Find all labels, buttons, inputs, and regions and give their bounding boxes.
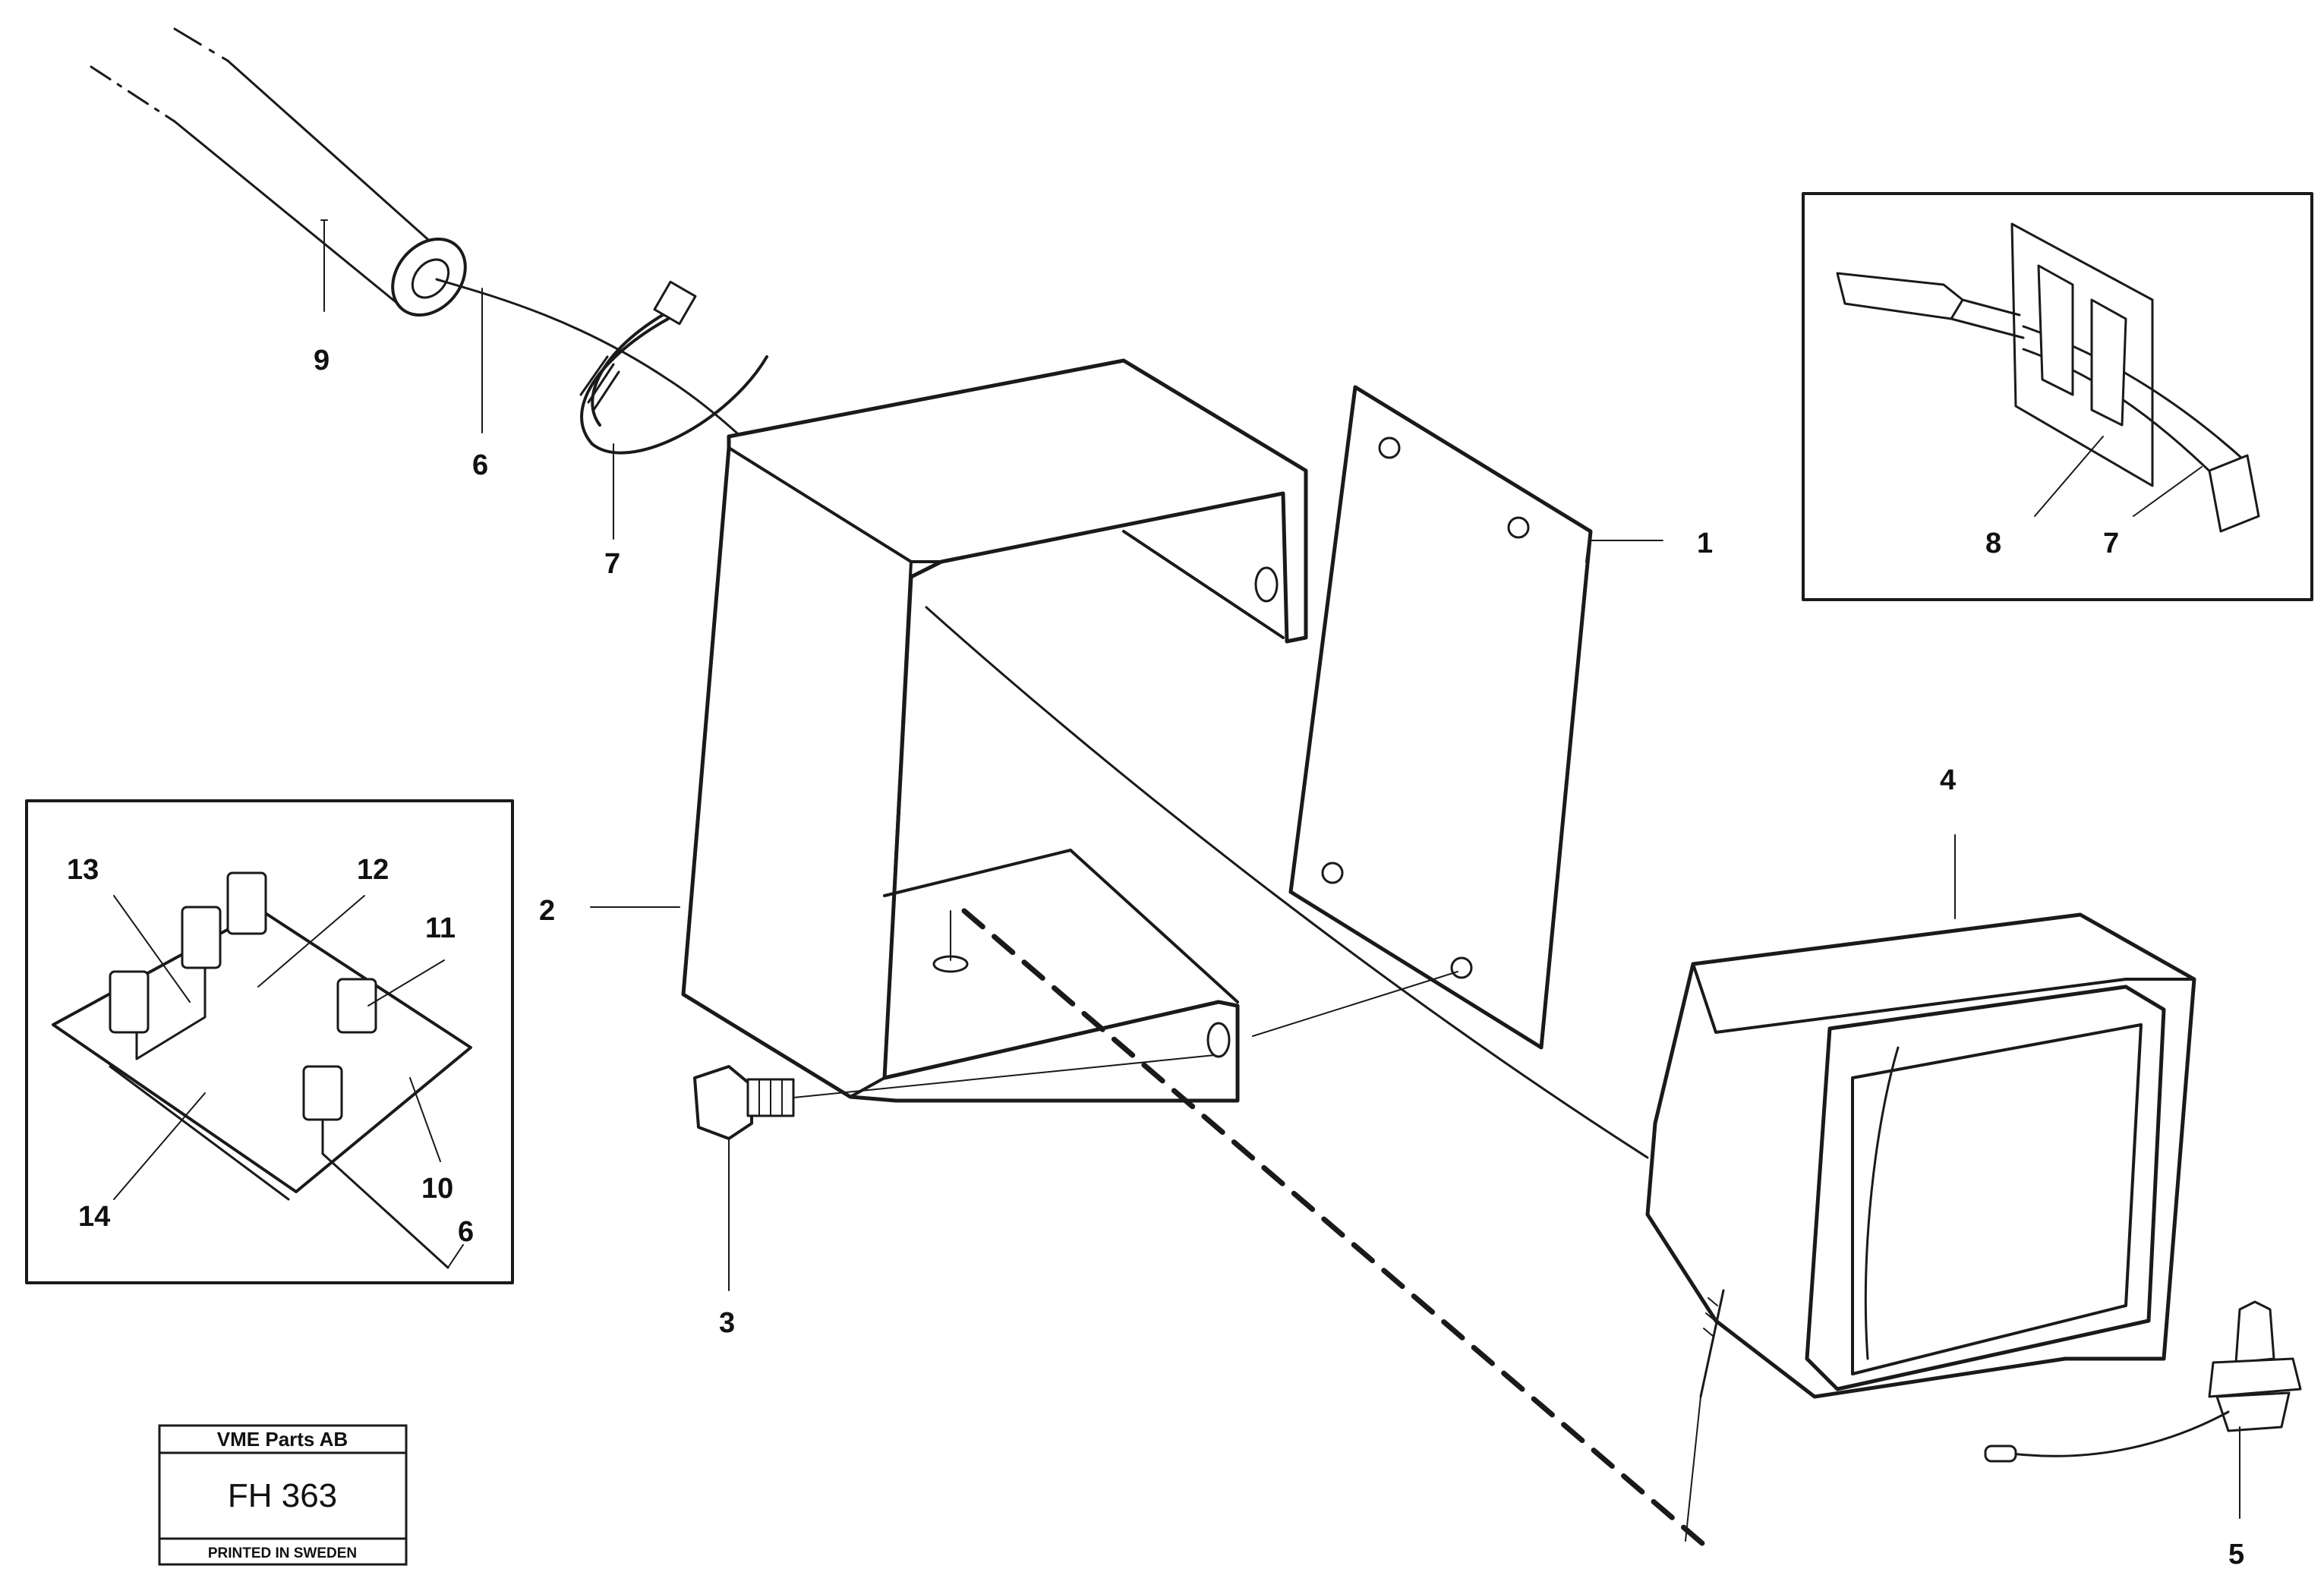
callout-9: 9	[314, 345, 330, 376]
bracket	[681, 358, 1308, 1103]
callout-4: 4	[1940, 764, 1956, 796]
work-lamp	[1645, 834, 2196, 1542]
title-block-printed: PRINTED IN SWEDEN	[208, 1545, 357, 1561]
bulb	[1984, 1300, 2302, 1519]
callout-12: 12	[357, 854, 389, 886]
cable-sheath	[90, 27, 467, 317]
callout-1: 1	[1697, 528, 1713, 559]
callout-10: 10	[421, 1173, 453, 1205]
mounting-plate	[1288, 385, 1593, 1050]
cable-tie	[579, 280, 768, 540]
title-block-code: FH 363	[228, 1477, 337, 1514]
callout-6-top: 6	[472, 449, 488, 481]
callout-8: 8	[1985, 528, 2001, 559]
callout-14: 14	[78, 1201, 110, 1233]
title-block-company: VME Parts AB	[217, 1428, 348, 1451]
callout-2: 2	[539, 895, 555, 927]
callout-7-top: 7	[604, 548, 620, 580]
title-block: VME Parts AB FH 363 PRINTED IN SWEDEN	[158, 1424, 408, 1566]
callout-6-inset: 6	[458, 1216, 474, 1248]
callout-5: 5	[2228, 1539, 2244, 1571]
bolt	[693, 971, 1458, 1291]
callout-7-inset: 7	[2103, 528, 2119, 559]
inset-cable-tie-detail	[1802, 192, 2313, 601]
callout-3: 3	[719, 1307, 735, 1339]
inset-relay-board	[25, 799, 514, 1284]
callout-13: 13	[67, 854, 99, 886]
callout-11: 11	[425, 912, 456, 944]
